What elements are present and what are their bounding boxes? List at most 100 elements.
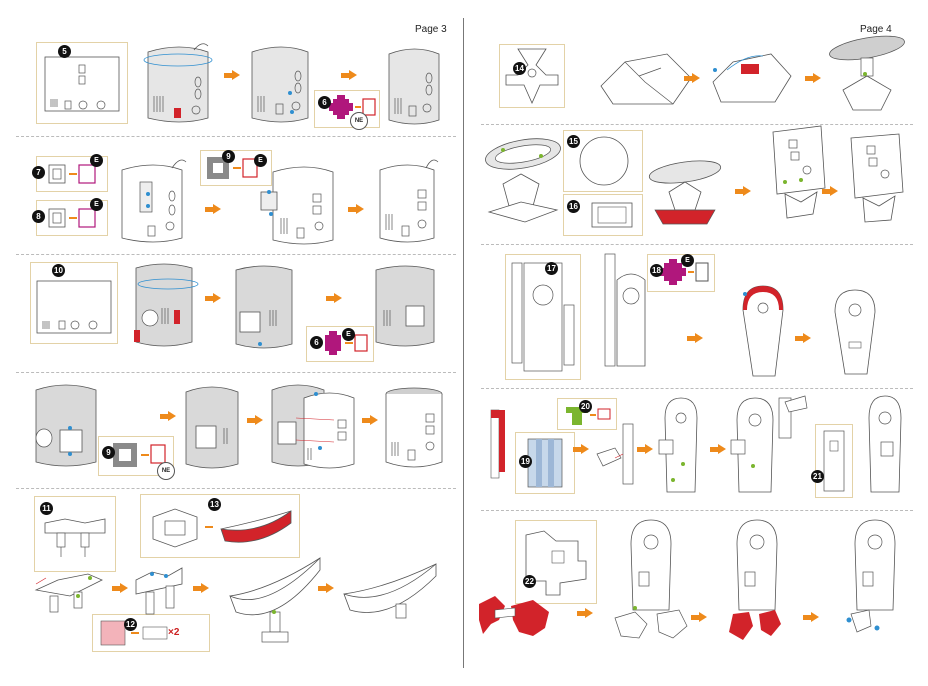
step-12-badge: 12	[124, 618, 137, 631]
boat-on-legs	[229, 557, 321, 643]
instruction-page-3: Page 3 5	[16, 24, 456, 652]
gray-tower-stage-4	[185, 386, 239, 469]
row-divider	[16, 254, 456, 255]
step-7-badge: 7	[32, 166, 45, 179]
gray-tower-stage-3	[375, 265, 435, 347]
row-divider	[16, 488, 456, 489]
boat-completed	[343, 563, 437, 619]
flat-wall-sheet	[44, 56, 120, 112]
gray-cross-part	[207, 157, 258, 179]
step-14-panel	[499, 44, 565, 108]
arm-sheet-part	[511, 262, 575, 372]
tower-wall-stage-1	[143, 43, 213, 123]
step-6-badge: 6	[318, 96, 331, 109]
step-18-badge: 18	[650, 264, 663, 277]
page-divider	[463, 18, 464, 668]
tower-double-wall	[271, 384, 355, 469]
step-20-badge: 20	[579, 400, 592, 413]
step-15-badge: 15	[567, 135, 580, 148]
step-12-panel	[92, 614, 210, 652]
step-7-panel	[36, 156, 108, 192]
arm-detail	[596, 423, 634, 485]
pink-card-part	[100, 620, 168, 646]
plate-part	[591, 202, 633, 228]
gray-tower-open	[35, 384, 97, 467]
dish-on-base	[829, 35, 905, 111]
boat-hull-part	[152, 508, 292, 548]
row-divider	[481, 388, 913, 389]
gray-tower-stage-1	[134, 263, 199, 347]
foot-sheet-part	[525, 530, 587, 596]
square-bracket-part	[48, 164, 96, 184]
arm-stage-4	[868, 395, 902, 493]
robot-body-stage-2	[729, 519, 781, 640]
red-strip-part	[490, 409, 505, 479]
step-19-badge: 19	[519, 455, 532, 468]
tower-wall-stage-4	[379, 159, 439, 243]
leg-assembly	[135, 567, 183, 615]
instruction-page-4: Page 4 14 15	[465, 0, 928, 686]
step-6-badge: 6	[310, 336, 323, 349]
square-bracket-part	[48, 208, 96, 228]
e-marker: E	[90, 154, 103, 167]
flat-wall-sheet	[36, 280, 112, 334]
magenta-connector-part	[329, 95, 376, 119]
page-number: Page 3	[415, 24, 447, 35]
arm-stage-2	[658, 397, 698, 493]
step-8-panel	[36, 200, 108, 236]
page-number: Page 4	[860, 24, 892, 35]
magenta-connector-part	[325, 331, 368, 355]
tower-wall-stage-2	[251, 46, 309, 123]
base-pyramid-stage-1	[600, 53, 692, 105]
step-10-badge: 10	[52, 264, 65, 277]
base-star-part	[505, 48, 559, 104]
step-17-panel	[505, 254, 581, 380]
step-22-badge: 22	[523, 575, 536, 588]
tower-on-base-completed	[850, 133, 904, 223]
gray-cross-part	[113, 443, 166, 467]
step-13-badge: 13	[208, 498, 221, 511]
e-marker: E	[342, 328, 355, 341]
row-divider	[16, 136, 456, 137]
step-17-badge: 17	[545, 262, 558, 275]
step-21-badge: 21	[811, 470, 824, 483]
step-10-panel	[30, 262, 118, 344]
tower-completed	[385, 387, 443, 468]
step-11-badge: 11	[40, 502, 53, 515]
tower-wall-with-brackets	[121, 159, 187, 243]
dish-on-red-base	[648, 160, 722, 225]
quantity-label: ×2	[168, 627, 180, 638]
step-5-panel	[36, 42, 128, 124]
step-9-badge: 9	[222, 150, 235, 163]
e-marker: E	[254, 154, 267, 167]
arm-completed	[834, 289, 876, 375]
robot-body-completed	[846, 519, 896, 633]
step-22-panel	[515, 520, 597, 604]
leg-assembly-exploded	[34, 573, 103, 613]
step-6-panel-b	[306, 326, 374, 362]
arm-with-red-cap	[742, 285, 784, 377]
e-marker: E	[90, 198, 103, 211]
arm-plate-part	[823, 430, 845, 492]
step-16-panel	[563, 194, 643, 236]
row-divider	[481, 510, 913, 511]
gray-tower-stage-2	[235, 265, 293, 349]
magenta-gear-part	[660, 259, 709, 285]
step-21-panel	[815, 424, 853, 498]
arm-assembly-stage-1	[604, 253, 646, 367]
base-pyramid-stage-2	[712, 53, 792, 103]
step-9-badge: 9	[102, 446, 115, 459]
row-divider	[16, 372, 456, 373]
step-8-badge: 8	[32, 210, 45, 223]
red-feet-part	[479, 596, 549, 636]
blue-bracket-part	[527, 438, 563, 488]
leg-bracket-part	[44, 518, 106, 557]
row-divider	[481, 244, 913, 245]
tower-wall-stage-3	[388, 48, 440, 125]
row-divider	[481, 124, 913, 125]
robot-body-stage-1	[614, 519, 688, 639]
dish-base-exploded	[485, 138, 561, 223]
tower-wall-assembled-inner	[260, 166, 334, 245]
ne-marker: NE	[350, 112, 368, 130]
step-14-badge: 14	[513, 62, 526, 75]
